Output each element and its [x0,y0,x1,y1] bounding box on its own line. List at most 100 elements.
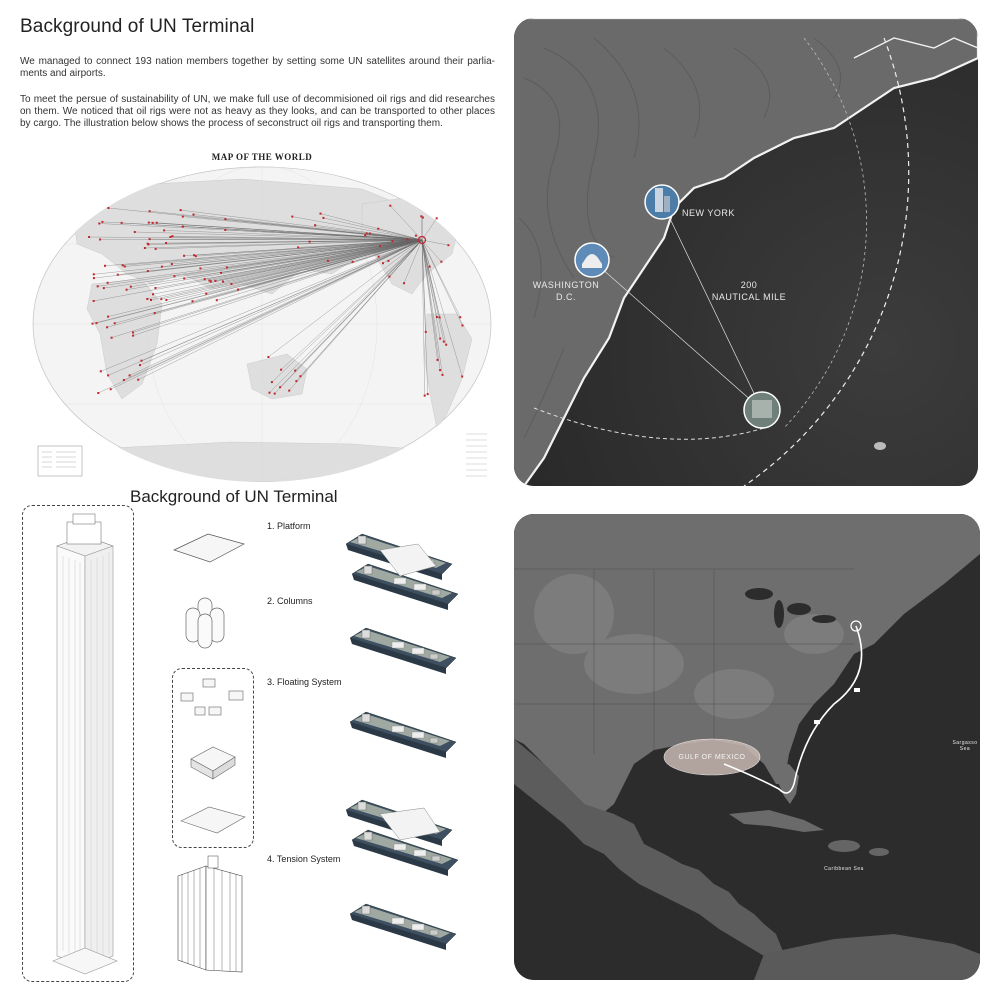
connection-line [103,239,423,289]
member-node-icon [173,275,176,278]
member-node-icon [445,343,448,346]
member-node-icon [214,279,217,282]
connection-line [152,222,423,241]
member-node-icon [382,262,384,265]
member-node-icon [299,375,302,378]
member-node-icon [294,369,297,372]
connection-line [379,239,423,247]
connection-line [269,239,423,393]
distance-label-value: 200 [740,280,758,290]
member-node-icon [319,212,322,215]
member-node-icon [379,245,381,248]
connection-line [421,218,437,241]
connection-line [100,239,423,372]
member-node-icon [179,209,182,212]
connection-line [216,239,423,301]
member-node-icon [364,234,367,237]
member-node-icon [220,271,222,274]
connection-line [421,239,444,342]
member-node-icon [139,364,141,367]
connection-line [152,239,423,295]
connection-line [271,239,423,383]
connection-line [161,239,423,300]
member-node-icon [120,221,123,224]
member-node-icon [107,207,110,209]
connection-line [421,239,428,395]
floating-system-graphic [180,678,246,834]
member-node-icon [424,330,427,333]
member-node-icon [165,242,168,244]
connection-line [204,239,423,280]
member-node-icon [423,394,426,397]
connection-line [320,213,423,241]
member-node-icon [421,216,424,219]
member-node-icon [165,299,168,301]
member-node-icon [308,240,311,243]
member-node-icon [447,244,450,247]
member-node-icon [101,220,104,223]
connection-line [147,239,423,300]
connection-line [107,239,423,283]
member-node-icon [88,236,91,238]
north-america-map: GULF OF MEXICO Sargasso Sea Caribbean Se… [514,514,980,980]
connection-line [209,239,423,281]
member-node-icon [459,316,462,319]
member-node-icon [438,316,441,319]
member-node-icon [92,300,95,302]
member-node-icon [121,264,124,267]
connection-line [421,239,425,396]
connection-line [237,239,423,290]
connection-line [292,216,423,241]
oil-rig-tower-graphic [52,513,118,975]
connection-line [147,239,423,272]
tower-frame [22,505,134,982]
connection-line [378,239,423,257]
member-node-icon [152,293,154,296]
connection-line [144,239,423,249]
member-node-icon [439,369,442,372]
member-node-icon [270,381,273,384]
section-title: Background of UN Terminal [130,487,338,506]
connection-line [388,239,423,262]
connection-line [225,229,423,241]
connection-line [421,239,441,371]
connection-line [96,239,423,324]
member-node-icon [102,287,105,290]
member-node-icon [160,265,163,268]
member-node-icon [91,322,94,325]
member-node-icon [153,312,156,315]
member-node-icon [98,222,101,225]
member-node-icon [209,280,212,283]
member-node-icon [435,217,438,220]
member-node-icon [154,247,157,250]
member-node-icon [160,298,163,301]
connection-line [222,239,423,282]
member-node-icon [104,264,106,267]
connection-line [392,239,423,242]
connection-line [122,239,423,266]
connection-line [352,239,423,263]
connection-line [421,239,441,339]
connection-line [279,239,423,388]
member-node-icon [140,359,143,362]
connection-line [149,211,423,241]
connection-line [126,239,423,290]
member-node-icon [183,254,186,257]
member-node-icon [435,316,438,318]
connection-line [164,230,423,241]
member-node-icon [388,275,391,278]
member-node-icon [151,221,154,224]
member-node-icon [280,368,283,371]
member-node-icon [203,278,206,281]
member-node-icon [273,392,276,395]
connection-line [154,239,423,314]
member-node-icon [154,287,157,289]
connection-line [133,239,423,336]
connection-line [139,239,423,366]
connection-line [231,239,423,285]
member-node-icon [221,280,224,283]
member-node-icon [406,238,409,241]
member-node-icon [92,277,95,280]
member-node-icon [106,281,109,284]
member-node-icon [155,221,158,224]
